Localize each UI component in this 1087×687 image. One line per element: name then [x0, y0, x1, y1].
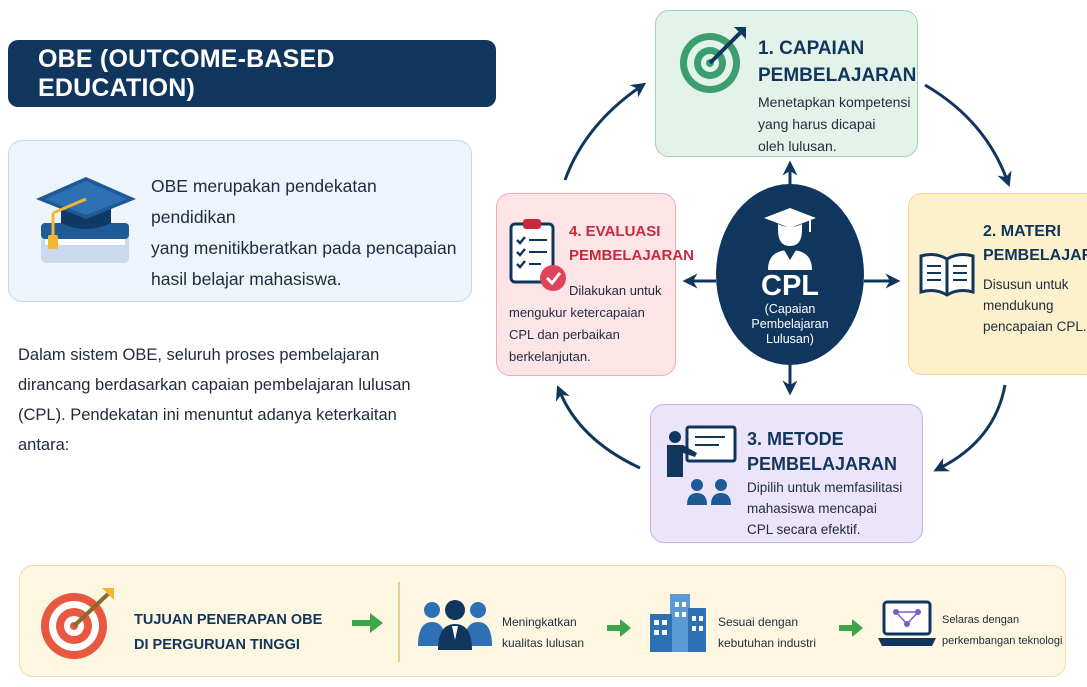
goal-line: Selaras dengan [942, 614, 1020, 626]
green-arrow-icon [352, 613, 383, 633]
office-buildings-icon [650, 594, 706, 652]
page-title: OBE (OUTCOME-BASED EDUCATION) [8, 40, 496, 107]
green-arrow-icon [607, 619, 631, 637]
step-materi-card: 2. MATERI PEMBELAJARAN Disusun untuk men… [908, 193, 1087, 375]
arrow-materi-to-metode [933, 384, 1007, 472]
intro-card: OBE merupakan pendekatan pendidikan yang… [8, 140, 472, 302]
desc-line: Menetapkan kompetensi [758, 94, 911, 110]
desc-line: oleh lulusan. [758, 138, 837, 154]
paragraph-line: antara: [18, 436, 70, 454]
desc-line: yang harus dicapai [758, 116, 876, 132]
target-icon [41, 588, 114, 659]
goal-line: Meningkatkan [502, 615, 577, 629]
title-line: 4. EVALUASI [569, 223, 661, 240]
arrow-metode-to-evaluasi [555, 385, 641, 470]
green-arrow-icon [839, 619, 863, 637]
title-line: 1. CAPAIAN [758, 38, 865, 59]
desc-line: CPL dan perbaikan [509, 327, 620, 342]
step-evaluasi-title: 4. EVALUASI PEMBELAJARAN [569, 220, 695, 268]
goal-line: kebutuhan industri [718, 636, 817, 650]
cpl-subline: Pembelajaran [751, 317, 829, 331]
step-capaian-card: 1. CAPAIAN PEMBELAJARAN Menetapkan kompe… [655, 10, 918, 157]
paragraph-line: (CPL). Pendekatan ini menuntut adanya ke… [18, 406, 397, 424]
goals-bar: TUJUAN PENERAPAN OBE DI PERGURUAN TINGGI… [19, 565, 1066, 677]
desc-line: pencapaian CPL. [983, 319, 1087, 334]
clipboard-check-icon [509, 219, 566, 291]
cpl-center-circle: CPL (Capaian Pembelajaran Lulusan) [716, 184, 864, 365]
intro-line: OBE merupakan pendekatan pendidikan [151, 176, 377, 227]
title-line: PEMBELAJARAN [758, 65, 917, 86]
step-evaluasi-desc-line-1: Dilakukan untuk [569, 283, 662, 298]
target-icon [680, 27, 746, 93]
arrow-capaian-to-materi [924, 83, 1012, 188]
step-metode-card: 3. METODE PEMBELAJARAN Dipilih untuk mem… [650, 404, 923, 543]
graduation-cap-icon [36, 177, 136, 263]
arrow-evaluasi-to-capaian [563, 82, 647, 181]
title-line: 2. MATERI [983, 223, 1061, 240]
people-group-icon [418, 600, 492, 650]
desc-line: berkelanjutan. [509, 349, 591, 364]
step-capaian-title: 1. CAPAIAN PEMBELAJARAN [758, 35, 918, 89]
intro-line: yang menitikberatkan pada pencapaian [151, 238, 457, 258]
goal-line: perkembangan teknologi [942, 635, 1063, 647]
step-materi-title: 2. MATERI PEMBELAJARAN [983, 220, 1087, 268]
desc-line: CPL secara efektif. [747, 522, 861, 537]
graduate-icon [764, 208, 816, 270]
goal-item-industri: Sesuai dengan kebutuhan industri [718, 612, 816, 654]
desc-line: mendukung [983, 298, 1054, 313]
intro-text: OBE merupakan pendekatan pendidikan yang… [151, 171, 466, 295]
title-line: 3. METODE [747, 429, 844, 449]
open-book-icon [919, 253, 975, 297]
goals-title-line: DI PERGURUAN TINGGI [134, 637, 300, 653]
desc-line: Dipilih untuk memfasilitasi [747, 480, 903, 495]
paragraph-line: Dalam sistem OBE, seluruh proses pembela… [18, 346, 380, 364]
desc-line: mahasiswa mencapai [747, 501, 877, 516]
goal-item-kualitas: Meningkatkan kualitas lulusan [502, 612, 584, 654]
paragraph-line: dirancang berdasarkan capaian pembelajar… [18, 376, 411, 394]
goal-line: kualitas lulusan [502, 636, 585, 650]
goal-line: Sesuai dengan [718, 615, 799, 629]
title-line: PEMBELAJARAN [983, 247, 1087, 264]
intro-line: hasil belajar mahasiswa. [151, 269, 342, 289]
cpl-label: CPL [761, 270, 819, 302]
goal-item-teknologi: Selaras dengan perkembangan teknologi [942, 610, 1062, 652]
cpl-sublabel: (Capaian Pembelajaran Lulusan) [716, 302, 864, 347]
cpl-subline: (Capaian [764, 302, 816, 316]
cpl-subline: Lulusan) [766, 332, 814, 346]
desc-line: mengukur ketercapaian [509, 305, 645, 320]
teacher-board-icon [667, 425, 737, 505]
description-paragraph: Dalam sistem OBE, seluruh proses pembela… [18, 340, 458, 460]
title-line: PEMBELAJARAN [569, 247, 695, 264]
step-capaian-desc: Menetapkan kompetensi yang harus dicapai… [758, 91, 918, 157]
goals-title: TUJUAN PENERAPAN OBE DI PERGURUAN TINGGI [134, 608, 322, 658]
step-metode-title: 3. METODE PEMBELAJARAN [747, 427, 922, 477]
goals-title-line: TUJUAN PENERAPAN OBE [134, 612, 323, 628]
desc-line: Disusun untuk [983, 277, 1069, 292]
step-materi-desc: Disusun untuk mendukung pencapaian CPL. [983, 274, 1087, 337]
step-evaluasi-desc-rest: mengukur ketercapaian CPL dan perbaikan … [509, 302, 669, 368]
laptop-network-icon [878, 600, 936, 646]
goals-divider [398, 582, 400, 662]
step-metode-desc: Dipilih untuk memfasilitasi mahasiswa me… [747, 477, 922, 540]
title-line: PEMBELAJARAN [747, 454, 898, 474]
step-evaluasi-card: 4. EVALUASI PEMBELAJARAN Dilakukan untuk… [496, 193, 695, 376]
